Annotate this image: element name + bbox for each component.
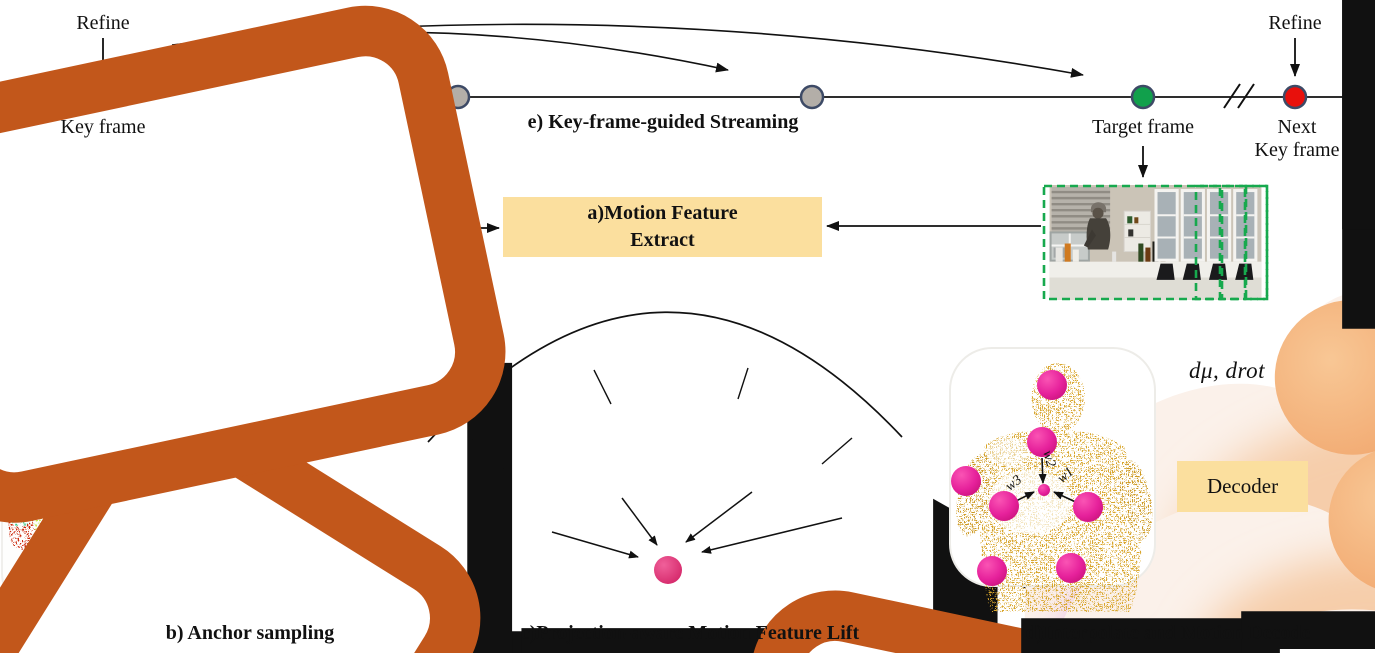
lift-arrow [621,497,658,546]
stage-c-label: c)Projection-aware Motion Feature Lift [520,622,860,644]
lift-arrow [701,517,843,554]
target-dashed-borders [1042,184,1269,301]
extract-box-line2: Extract [630,229,695,251]
target-image [1042,184,1269,301]
camera-ray [593,369,612,405]
lifted-anchor-dot [654,556,682,584]
camera-ray [471,439,505,469]
motion-feature-extract-box: a)Motion Feature Extract [503,197,822,257]
weight-label-w2: w2 [1039,449,1059,469]
target-node [1130,84,1156,110]
refine-left-label: Refine [76,12,130,34]
streaming-stage-label: e) Key-frame-guided Streaming [527,111,799,133]
decoder-label: Decoder [1206,474,1279,498]
keyframe-label: Key frame [60,116,146,138]
target-frame-label: Target frame [1091,116,1195,138]
stage-d-label: d)Interpolate and Motion Decode [1025,622,1311,644]
stage-d-interpolate-decode [949,347,1156,612]
motion-output-math: dμ, drot [1188,358,1266,383]
camera-arc [427,311,903,443]
weight-arrow-w2 [1038,457,1047,484]
timeline-break-mark [1237,83,1255,109]
stage-b-label: b) Anchor sampling [165,622,335,644]
next-keyframe-line1: Next [1277,116,1317,138]
camera-ray [737,367,749,400]
next-keyframe-node [1282,84,1308,110]
anchor-sphere [1073,492,1103,522]
interpolated-point [1038,484,1050,496]
stage-c-motion-feature-lift [0,18,1375,653]
next-keyframe-label: Next Key frame [1255,116,1340,162]
anchor-sphere [951,466,981,496]
anchor-spheres [951,370,1103,586]
refine-right-label: Refine [1268,12,1322,34]
next-keyframe-line2: Key frame [1254,139,1340,161]
decoder-box: Decoder [1177,461,1308,512]
anchor-sphere [989,491,1019,521]
camera-ray [821,437,853,465]
extract-box-line1: a)Motion Feature [587,202,738,224]
lift-arrow [551,531,639,559]
anchor-sphere [1056,553,1086,583]
intermediate-node [799,84,825,110]
lift-arrow [685,491,753,543]
timeline-break-mark [1223,83,1241,109]
anchor-sphere [1027,427,1057,457]
anchor-sphere [1037,370,1067,400]
anchor-sphere [977,556,1007,586]
